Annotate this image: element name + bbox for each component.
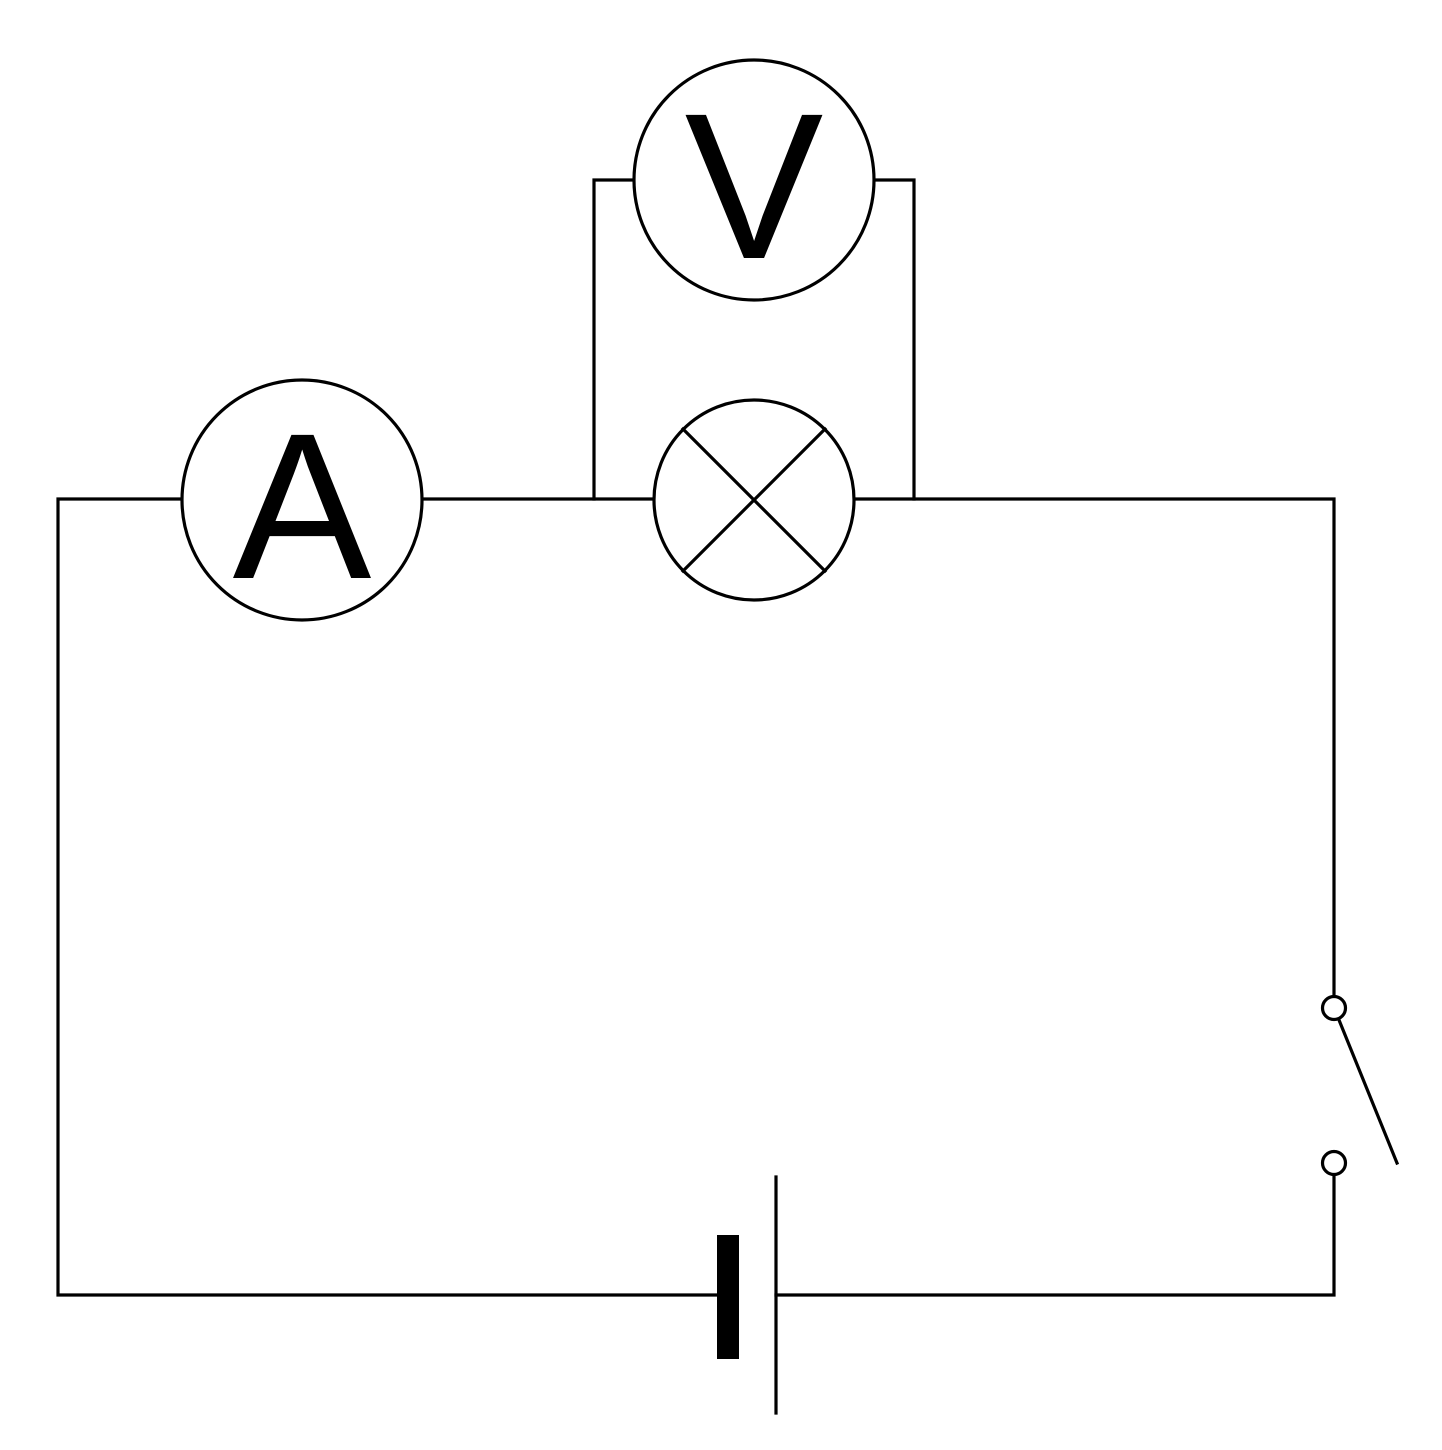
- voltmeter-branch: [592, 178, 916, 501]
- ammeter-circle: [180, 378, 424, 622]
- switch-terminal-bottom: [1320, 1149, 1348, 1177]
- wires: [56, 497, 1336, 1297]
- wire-voltmeter-right: [872, 178, 916, 501]
- cell: [717, 1175, 778, 1415]
- wire-left-top: [56, 497, 720, 1297]
- switch: [1320, 994, 1400, 1177]
- voltmeter-label: V: [685, 71, 824, 303]
- switch-lever: [1336, 1017, 1400, 1166]
- switch-terminal-top: [1320, 994, 1348, 1022]
- voltmeter: V: [632, 58, 876, 303]
- lamp-cross-2: [680, 426, 828, 574]
- ammeter-label: A: [233, 391, 372, 623]
- wire-lamp-to-switch: [852, 497, 1336, 999]
- lamp: [652, 398, 856, 602]
- wire-switch-to-cell: [774, 1173, 1336, 1297]
- cell-short-plate: [717, 1235, 739, 1359]
- voltmeter-circle: [632, 58, 876, 302]
- wire-voltmeter-left: [592, 178, 636, 501]
- ammeter: A: [180, 378, 424, 623]
